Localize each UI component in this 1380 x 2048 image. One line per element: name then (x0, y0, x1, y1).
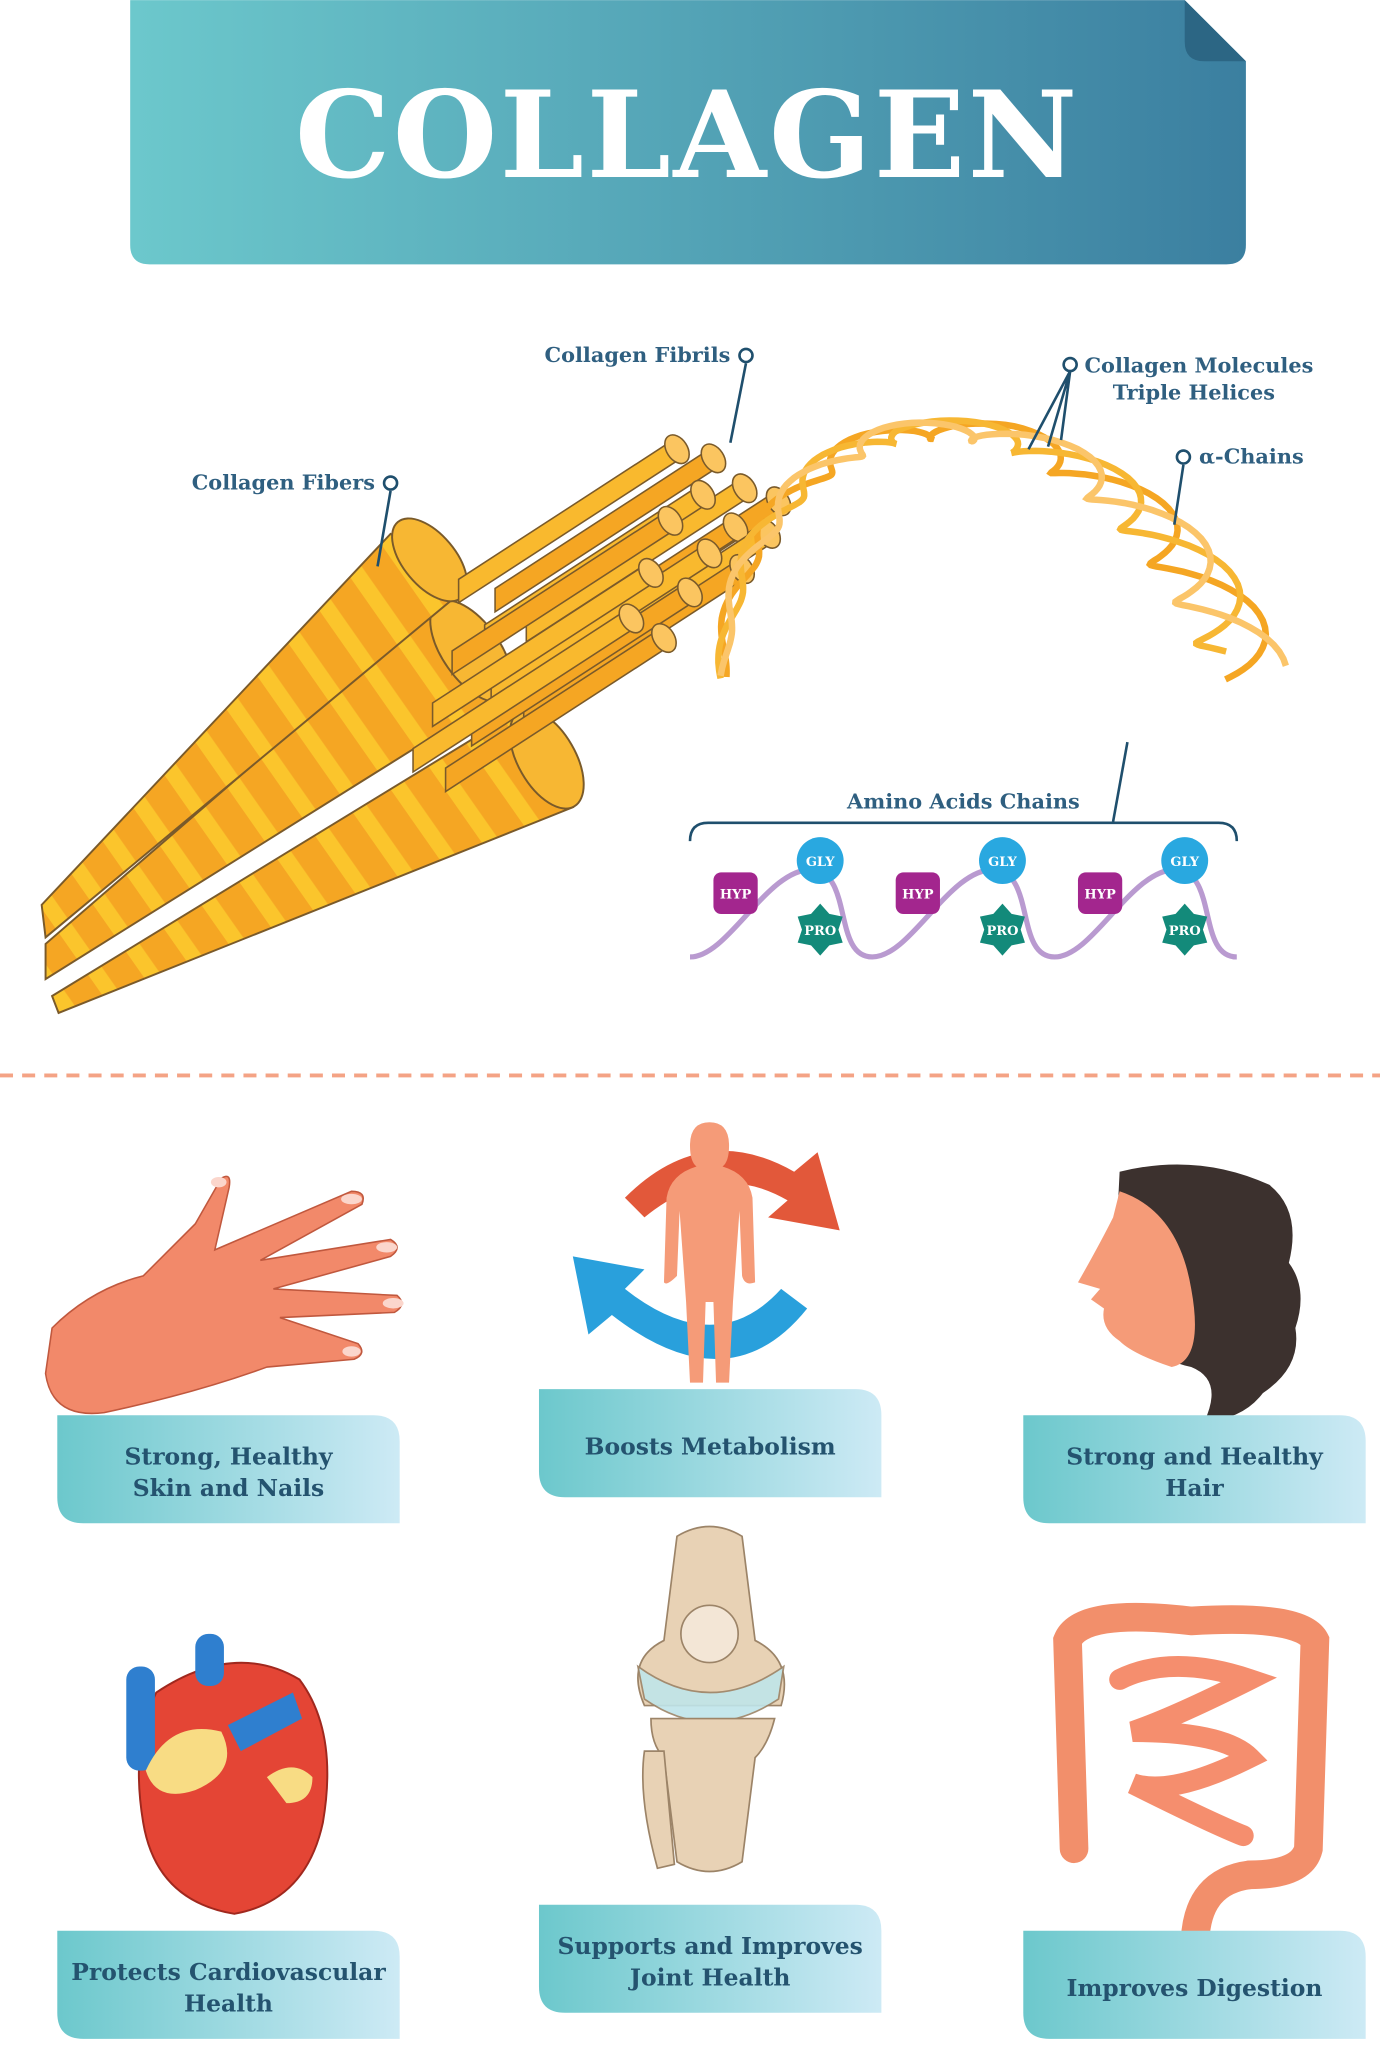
label-collagen-fibrils: Collagen Fibrils (545, 342, 754, 443)
alpha-chain-strand (717, 419, 1289, 677)
alpha-chain-strand (715, 417, 1244, 680)
svg-text:α-Chains: α-Chains (1199, 444, 1304, 469)
svg-text:Collagen Fibers: Collagen Fibers (192, 470, 375, 495)
fibril (412, 603, 645, 774)
label-collagen-fibers: Collagen Fibers (192, 470, 399, 567)
benefit-title: Strong and Healthy (1066, 1443, 1324, 1471)
benefit-title: Improves Digestion (1066, 1974, 1322, 2002)
svg-text:GLY: GLY (1170, 855, 1199, 870)
label-amino-acids: Amino Acids Chains (688, 741, 1239, 842)
svg-text:HYP: HYP (720, 887, 752, 902)
benefit-title: Health (184, 1989, 273, 2017)
label-collagen-molecules: Collagen Molecules Triple Helices (1027, 352, 1313, 450)
svg-text:GLY: GLY (988, 855, 1017, 870)
fibril (451, 505, 684, 676)
benefit-card: Boosts Metabolism (538, 1389, 882, 1498)
benefit-title: Joint Health (628, 1963, 791, 1991)
benefit-card: Improves Digestion (1023, 1930, 1366, 2039)
gly-residue: GLY (1161, 837, 1209, 885)
metabolism-cycle-icon (572, 1122, 840, 1383)
benefit-title: Skin and Nails (133, 1474, 325, 1502)
hyp-residue: HYP (895, 872, 940, 914)
hand-icon (44, 1175, 404, 1415)
svg-text:PRO: PRO (804, 924, 836, 939)
svg-text:Triple Helices: Triple Helices (1113, 380, 1275, 405)
svg-text:HYP: HYP (902, 887, 934, 902)
svg-text:GLY: GLY (806, 855, 835, 870)
pro-residue: PRO (797, 903, 843, 956)
head-hair-icon (1077, 1164, 1301, 1422)
pro-residue: PRO (979, 903, 1025, 956)
amino-acid-chain: HYP GLY PRO HYP GLY PRO HYP GLY PRO (689, 837, 1238, 960)
gly-residue: GLY (796, 837, 844, 885)
triple-helix-illustration (715, 417, 1289, 683)
label-alpha-chains: α-Chains (1173, 444, 1304, 525)
benefit-title: Protects Cardiovascular (71, 1958, 386, 1986)
fibril (444, 622, 677, 793)
svg-text:Amino Acids Chains: Amino Acids Chains (846, 789, 1080, 814)
page-title: COLLAGEN (295, 66, 1080, 206)
pro-residue: PRO (1162, 903, 1208, 956)
benefit-title: Supports and Improves (558, 1932, 863, 1960)
benefit-title: Hair (1165, 1474, 1224, 1502)
intestine-icon (1053, 1602, 1330, 1955)
title-banner: COLLAGEN (130, 0, 1246, 265)
collagen-fibers-illustration (40, 517, 585, 1015)
hyp-residue: HYP (713, 872, 758, 914)
heart-icon (126, 1633, 329, 1915)
fibril (457, 434, 690, 605)
gly-residue: GLY (979, 837, 1026, 885)
svg-text:PRO: PRO (1169, 924, 1201, 939)
svg-text:PRO: PRO (986, 924, 1018, 939)
fibril (431, 557, 664, 728)
hyp-residue: HYP (1077, 872, 1123, 914)
knee-joint-icon (636, 1525, 786, 1873)
fibril (494, 443, 727, 614)
collagen-fibrils-illustration (412, 434, 792, 793)
benefit-title: Boosts Metabolism (585, 1432, 836, 1460)
svg-text:HYP: HYP (1084, 887, 1116, 902)
svg-text:Collagen Fibrils: Collagen Fibrils (545, 342, 731, 367)
benefit-title: Strong, Healthy (124, 1443, 333, 1471)
svg-text:Collagen Molecules: Collagen Molecules (1084, 352, 1313, 377)
alpha-chain-strand (717, 420, 1270, 683)
